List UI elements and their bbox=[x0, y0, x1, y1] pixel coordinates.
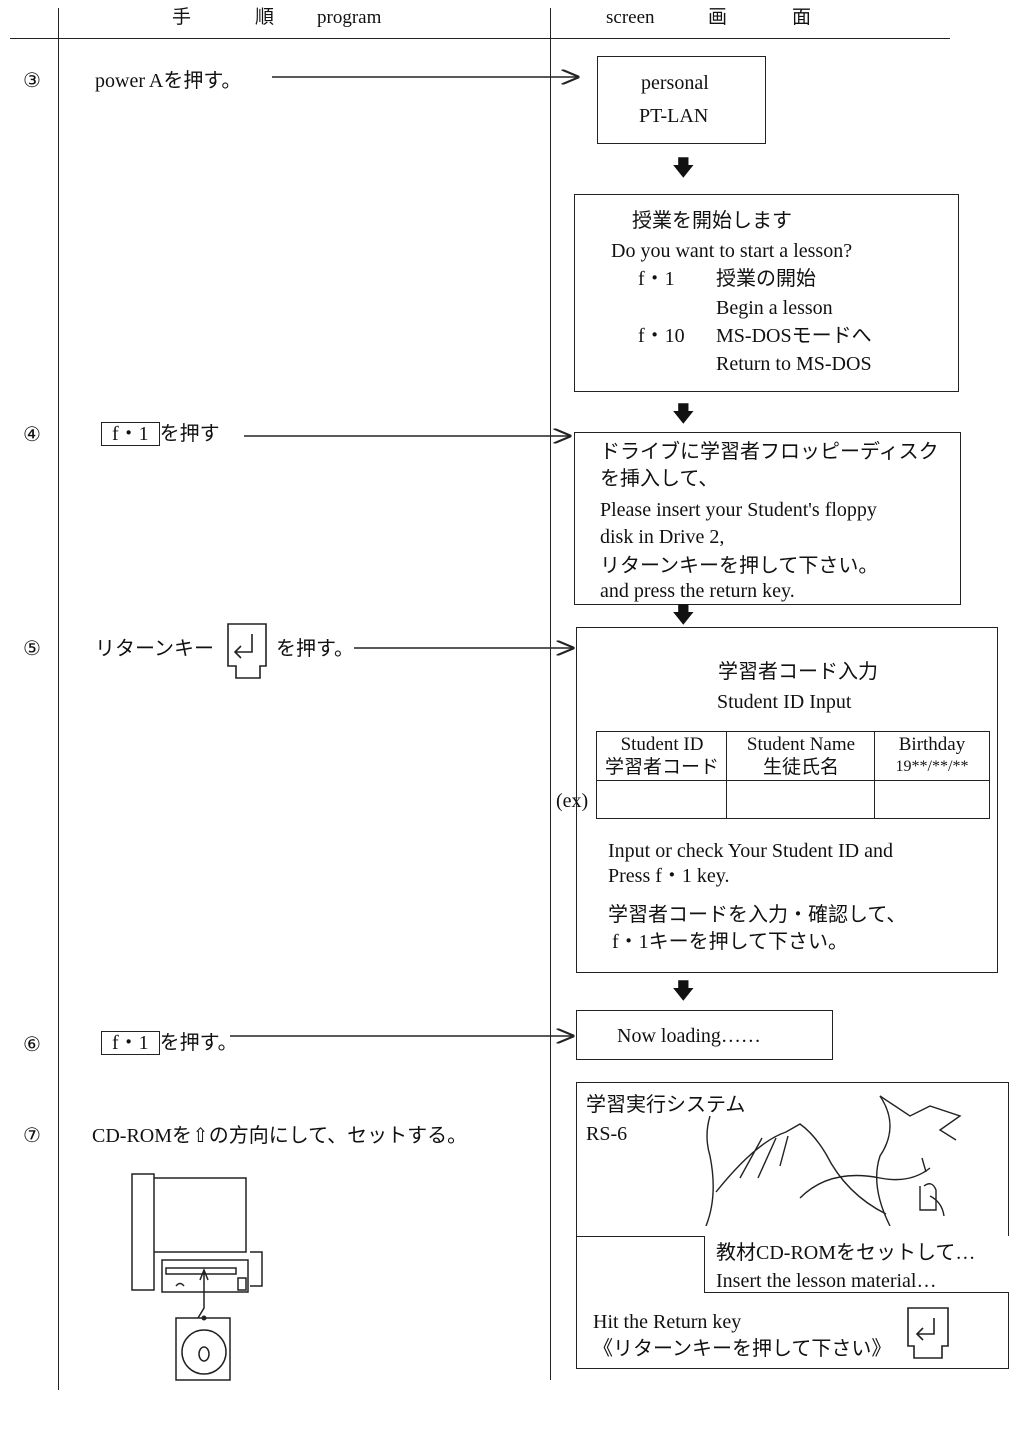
option2-jp: MS-DOSモードへ bbox=[716, 324, 872, 349]
start-title-en: Do you want to start a lesson? bbox=[611, 239, 852, 264]
insert-line6: and press the return key. bbox=[600, 579, 795, 604]
return-key-icon bbox=[904, 1304, 952, 1362]
step-number-4: ④ bbox=[23, 423, 41, 448]
landscape-illustration bbox=[680, 1086, 980, 1226]
rs6-title-en: RS-6 bbox=[586, 1122, 627, 1147]
boot-line2: PT-LAN bbox=[639, 104, 708, 129]
student-id-msg-jp2: f・1キーを押して下さい。 bbox=[612, 930, 848, 955]
rs6-prompt-jp: 教材CD-ROMをセットして… bbox=[716, 1241, 975, 1266]
f1-key: f・1 bbox=[101, 422, 160, 446]
computer-cd-illustration bbox=[126, 1168, 276, 1388]
step-instruction-5-prefix: リターンキー bbox=[95, 637, 214, 662]
down-arrow-icon: 🡇 bbox=[672, 404, 695, 426]
step-instruction-6-suffix: を押す。 bbox=[160, 1032, 238, 1054]
student-id-title-en: Student ID Input bbox=[717, 690, 851, 715]
boot-line1: personal bbox=[641, 71, 709, 96]
col-birthday-en: Birthday bbox=[876, 734, 988, 756]
step-instruction-3: power Aを押す。 bbox=[95, 69, 241, 94]
option1-en: Begin a lesson bbox=[716, 296, 833, 321]
rs6-hit-jp: 《リターンキーを押して下さい》 bbox=[593, 1337, 891, 1362]
col-birthday-format: 19**/**/** bbox=[876, 758, 988, 776]
table-header-rule bbox=[596, 780, 990, 781]
col-student-name-jp: 生徒氏名 bbox=[728, 757, 874, 779]
option1-key: f・1 bbox=[638, 267, 675, 292]
insert-line2: を挿入して、 bbox=[600, 467, 718, 492]
start-title-jp: 授業を開始します bbox=[632, 209, 792, 234]
option2-key: f・10 bbox=[638, 324, 685, 349]
rs6-hit-en: Hit the Return key bbox=[593, 1310, 741, 1335]
option2-en: Return to MS-DOS bbox=[716, 352, 872, 377]
f1-key: f・1 bbox=[101, 1031, 160, 1055]
step-number-3: ③ bbox=[23, 69, 41, 94]
down-arrow-icon: 🡇 bbox=[672, 605, 695, 627]
student-id-title-jp: 学習者コード入力 bbox=[718, 660, 878, 685]
loading-text: Now loading…… bbox=[617, 1024, 761, 1049]
table-col-rule-2 bbox=[874, 731, 875, 819]
insert-line3: Please insert your Student's floppy bbox=[600, 498, 877, 523]
step-instruction-7: CD-ROMを⇧の方向にして、セットする。 bbox=[92, 1124, 467, 1149]
student-id-msg-jp1: 学習者コードを入力・確認して、 bbox=[608, 903, 906, 928]
rs6-prompt-en: Insert the lesson material… bbox=[716, 1269, 937, 1294]
student-id-msg-en1: Input or check Your Student ID and bbox=[608, 839, 893, 864]
option1-jp: 授業の開始 bbox=[716, 267, 816, 292]
down-arrow-icon: 🡇 bbox=[672, 158, 695, 180]
step-number-7: ⑦ bbox=[23, 1124, 41, 1149]
insert-line5: リターンキーを押して下さい。 bbox=[600, 554, 878, 579]
step-number-6: ⑥ bbox=[23, 1033, 41, 1058]
col-student-id-en: Student ID bbox=[598, 734, 726, 756]
col-student-name-en: Student Name bbox=[728, 734, 874, 756]
screen-boot bbox=[597, 56, 766, 144]
table-col-rule-1 bbox=[726, 731, 727, 819]
insert-line4: disk in Drive 2, bbox=[600, 525, 724, 550]
step-number-5: ⑤ bbox=[23, 637, 41, 662]
step-instruction-4-suffix: を押す bbox=[160, 423, 220, 445]
step-instruction-5-suffix: を押す。 bbox=[276, 637, 354, 662]
return-key-icon bbox=[224, 620, 270, 682]
down-arrow-icon: 🡇 bbox=[672, 981, 695, 1003]
insert-line1: ドライブに学習者フロッピーディスク bbox=[600, 440, 939, 465]
example-label: (ex) bbox=[556, 789, 588, 814]
col-student-id-jp: 学習者コード bbox=[598, 757, 726, 779]
student-id-msg-en2: Press f・1 key. bbox=[608, 864, 729, 889]
